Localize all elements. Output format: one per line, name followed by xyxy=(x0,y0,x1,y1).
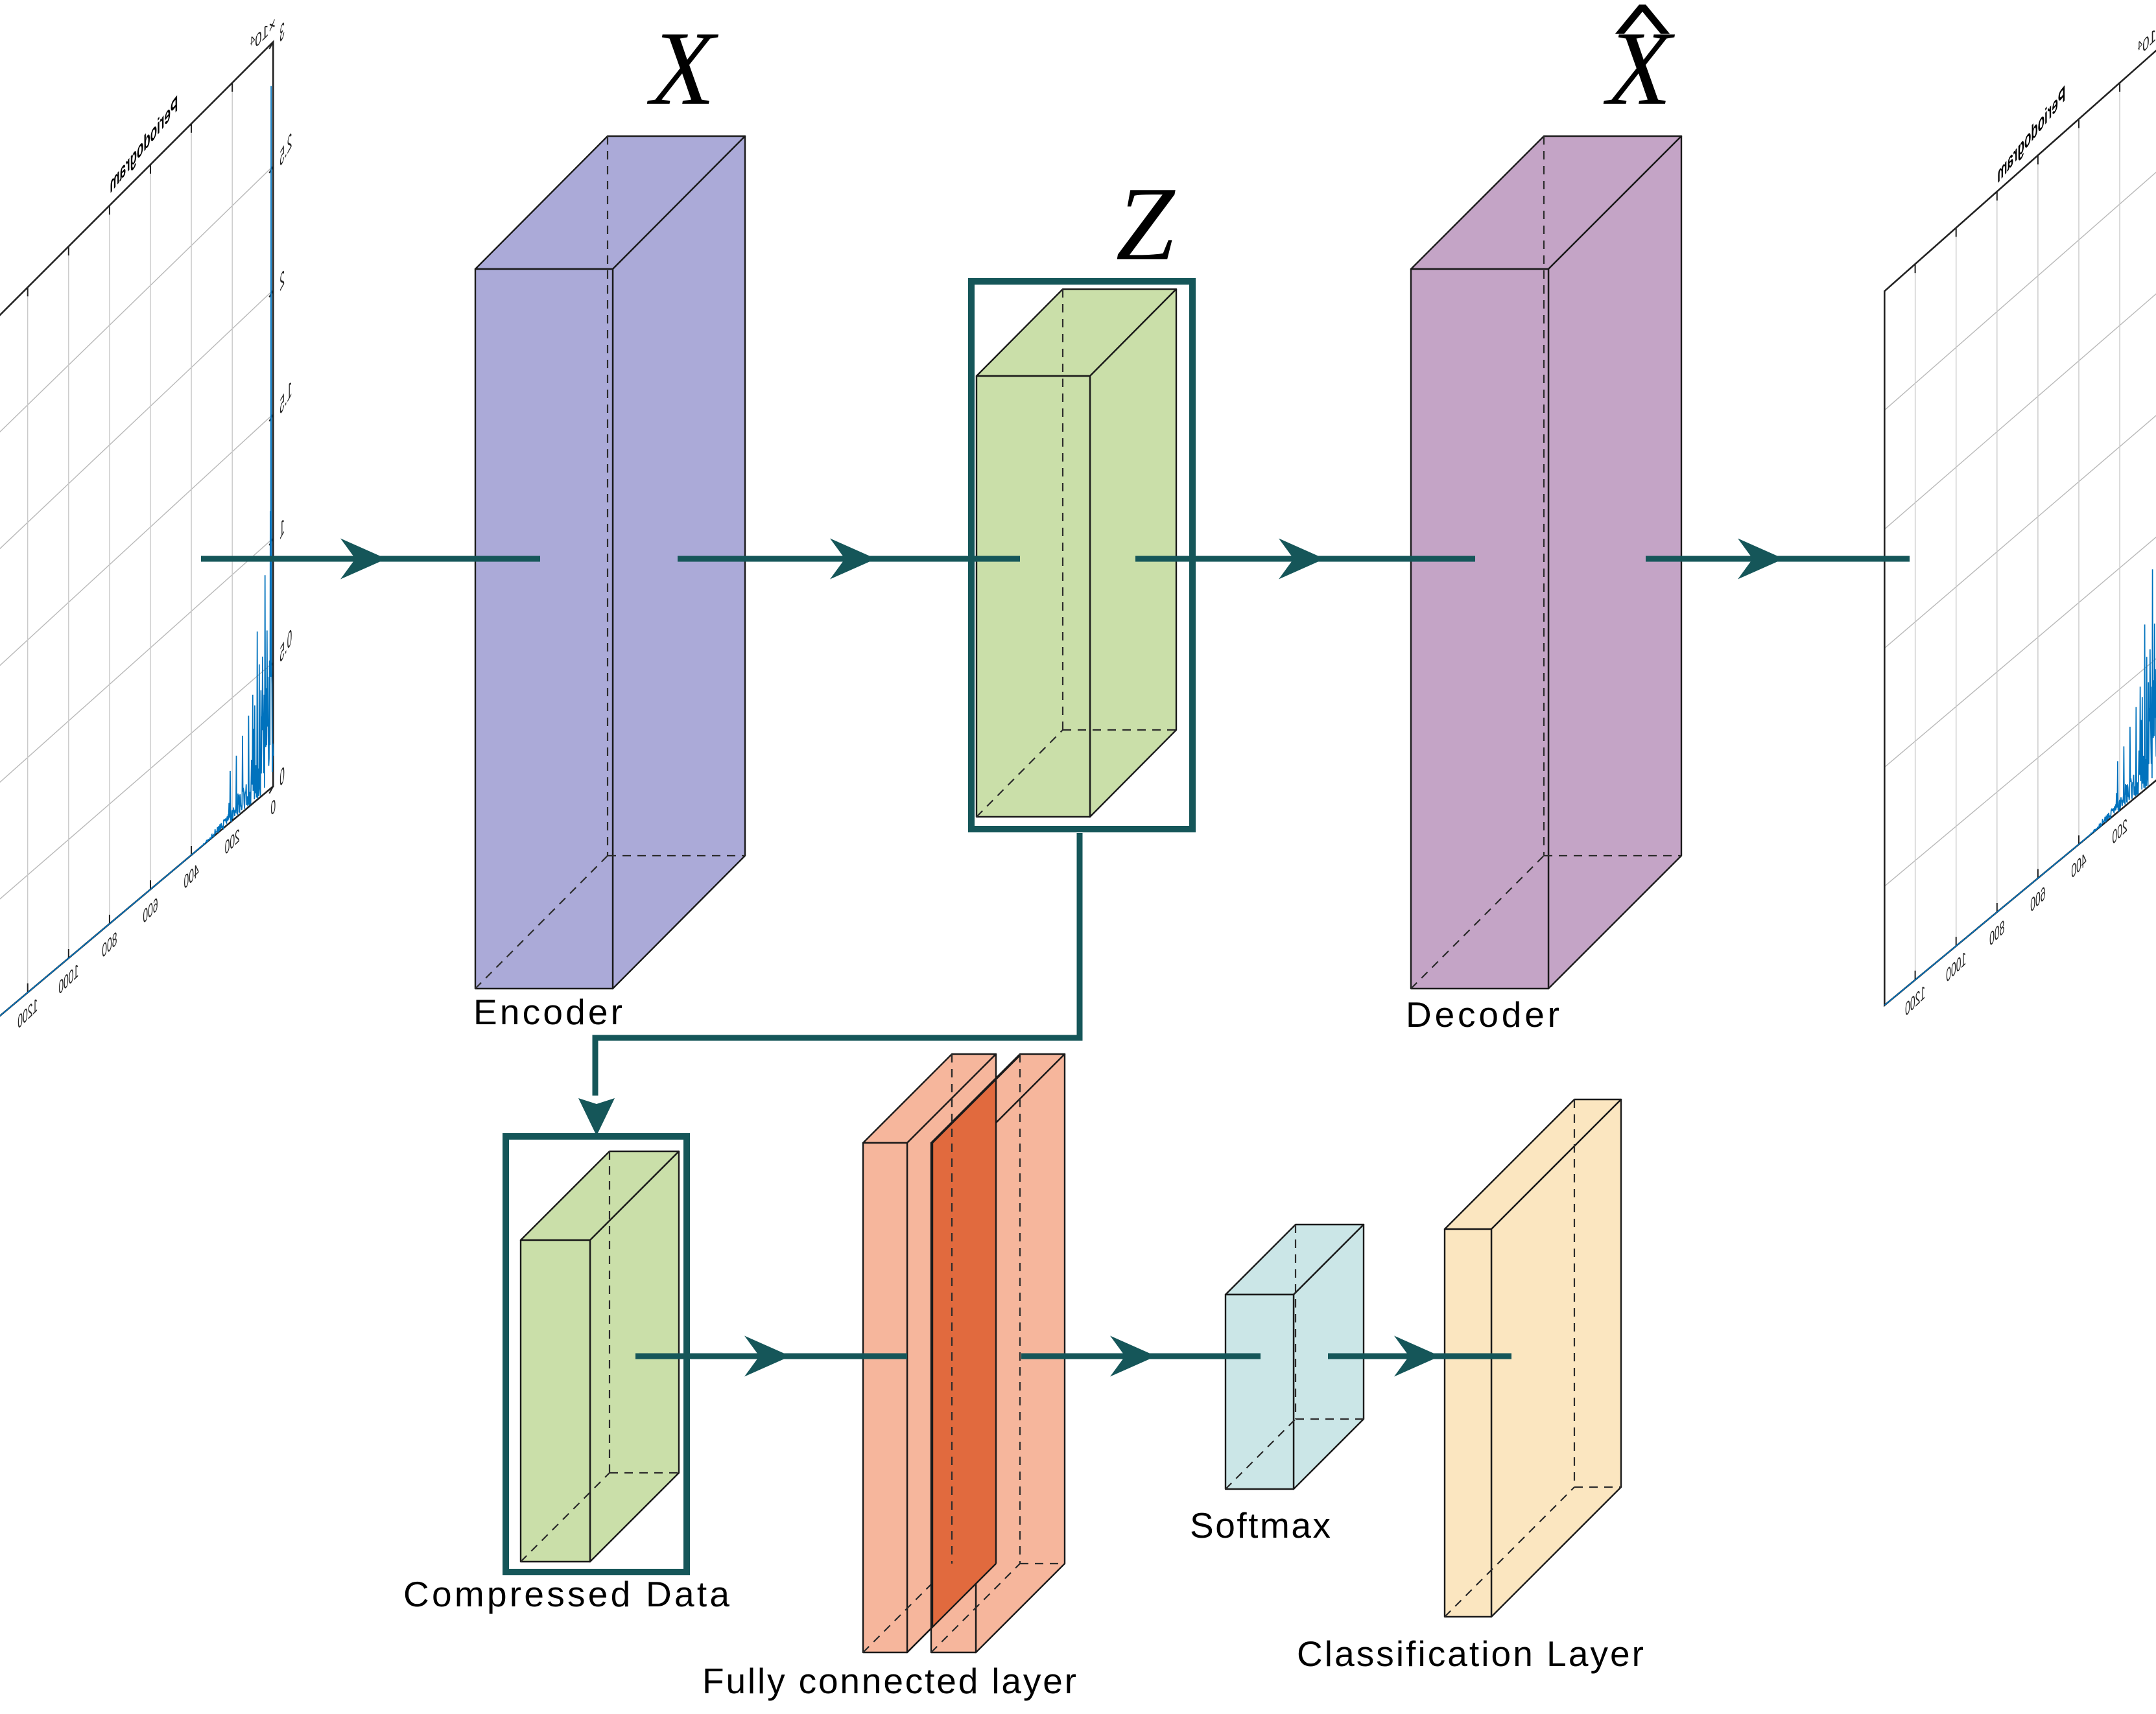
svg-text:X: X xyxy=(646,10,718,127)
svg-text:200: 200 xyxy=(225,825,240,860)
svg-text:1200: 1200 xyxy=(18,994,38,1033)
svg-text:1200: 1200 xyxy=(1905,981,1925,1021)
svg-text:800: 800 xyxy=(102,928,117,963)
svg-text:0.5: 0.5 xyxy=(279,622,292,669)
svg-text:Z: Z xyxy=(1116,166,1176,283)
svg-text:800: 800 xyxy=(1989,916,2004,951)
svg-text:Decoder: Decoder xyxy=(1406,994,1559,1035)
svg-text:0: 0 xyxy=(270,795,276,821)
svg-text:1: 1 xyxy=(279,511,285,545)
svg-text:Fully connected layer: Fully connected layer xyxy=(702,1661,1076,1701)
svg-text:Softmax: Softmax xyxy=(1190,1505,1331,1545)
svg-text:Compressed Data: Compressed Data xyxy=(403,1574,729,1614)
svg-text:Periodogram: Periodogram xyxy=(1997,80,2065,189)
svg-text:600: 600 xyxy=(143,893,158,928)
svg-text:×104: ×104 xyxy=(2138,16,2156,62)
svg-text:2.5: 2.5 xyxy=(279,126,292,172)
svg-text:3: 3 xyxy=(279,15,285,49)
svg-text:400: 400 xyxy=(184,859,198,894)
svg-text:200: 200 xyxy=(2112,814,2127,849)
svg-text:Periodogram: Periodogram xyxy=(110,89,178,199)
svg-text:1000: 1000 xyxy=(58,959,78,999)
svg-text:Encoder: Encoder xyxy=(473,992,622,1032)
svg-text:2: 2 xyxy=(279,263,285,297)
svg-text:×104: ×104 xyxy=(250,11,276,58)
svg-text:1000: 1000 xyxy=(1946,948,1966,987)
svg-text:0: 0 xyxy=(279,760,285,793)
svg-text:400: 400 xyxy=(2071,849,2086,884)
svg-text:1.5: 1.5 xyxy=(279,374,292,421)
svg-text:600: 600 xyxy=(2030,882,2045,917)
svg-text:Classification Layer: Classification Layer xyxy=(1297,1634,1644,1674)
